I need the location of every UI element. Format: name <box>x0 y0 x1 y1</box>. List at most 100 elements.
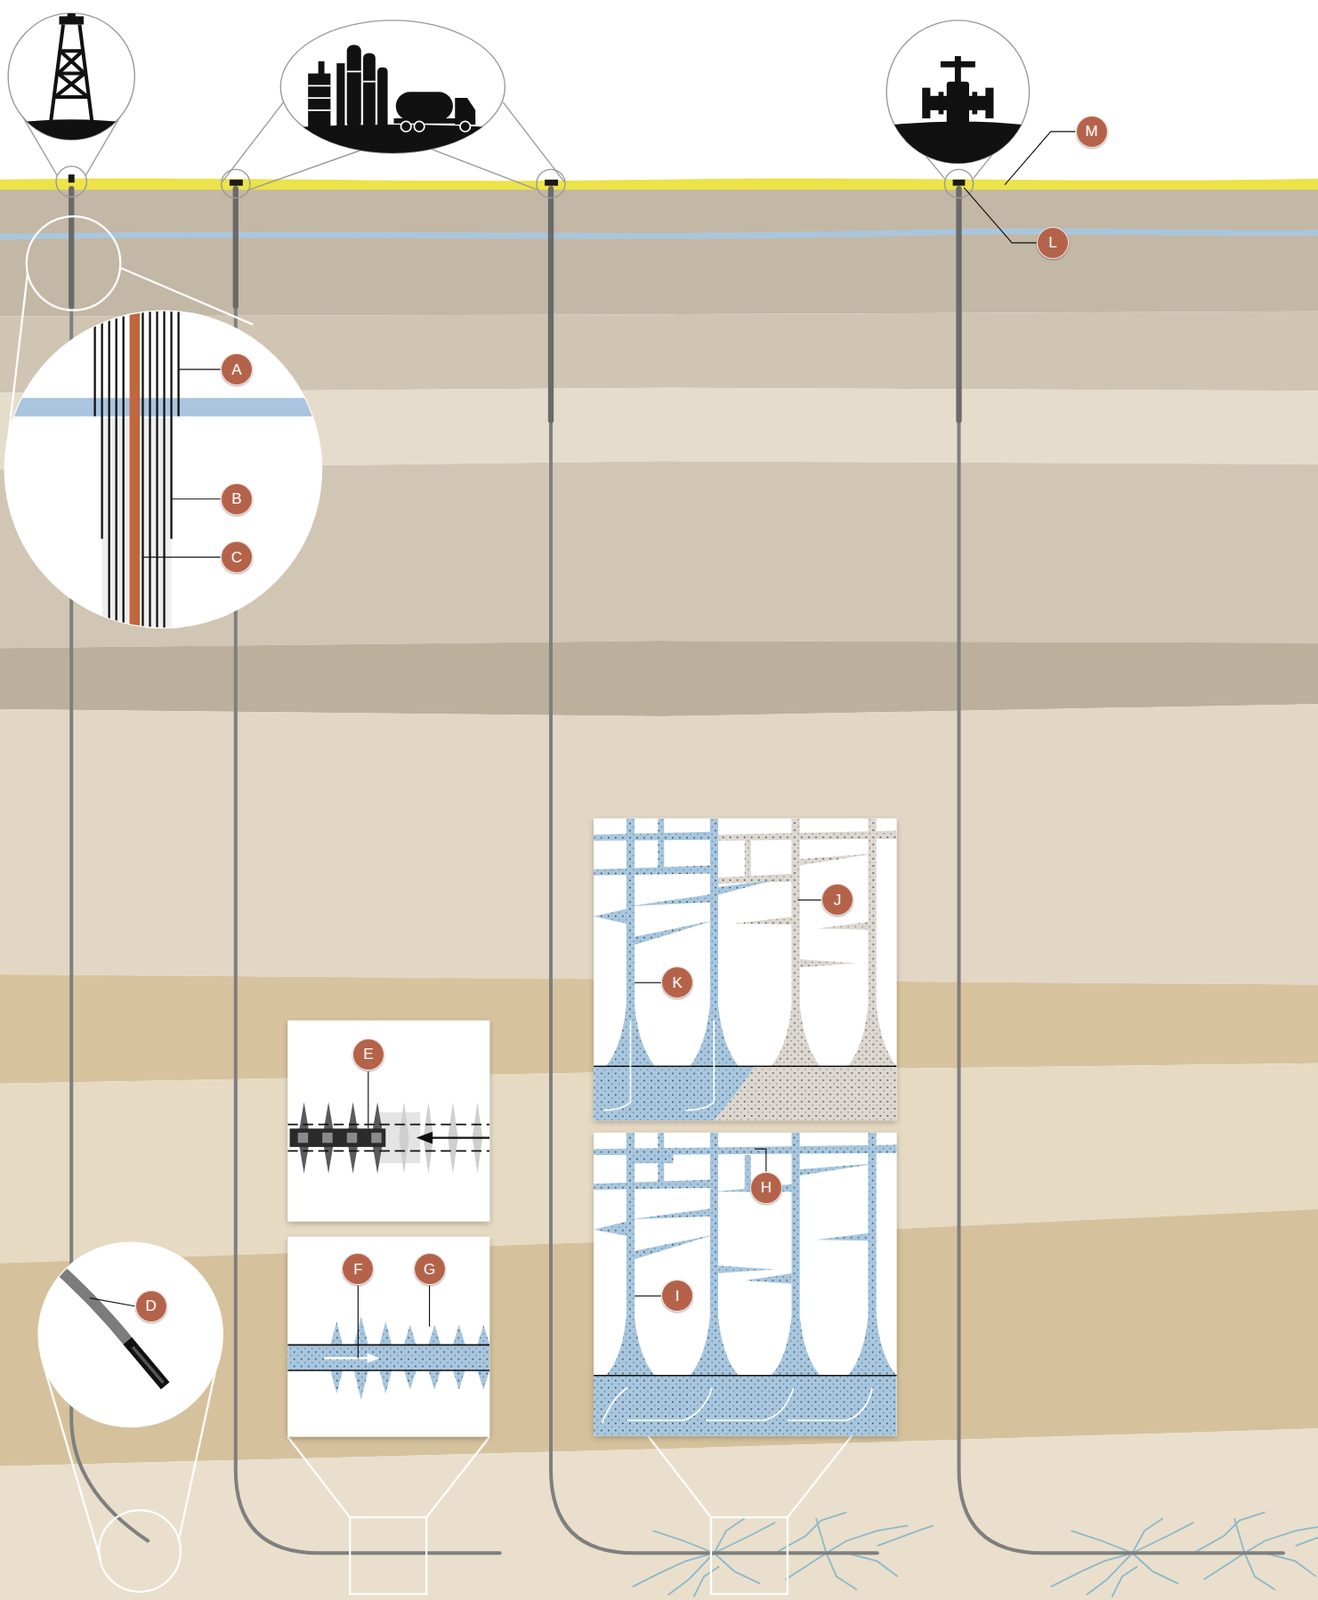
casing-magnifier <box>26 216 121 310</box>
rig-magnifier <box>55 50 89 98</box>
fracture-inset <box>593 1180 714 1190</box>
fracture-inset <box>593 1220 631 1237</box>
drill-magnifier <box>40 1253 133 1347</box>
rig-magnifier <box>50 24 92 122</box>
fracture-network <box>713 1552 761 1584</box>
rock-strata <box>0 177 1318 190</box>
fracture-inset <box>657 818 664 870</box>
fracture-network <box>668 1518 745 1595</box>
callout-letter: L <box>1036 226 1069 259</box>
fracture-inset <box>800 959 858 968</box>
fracture-inset <box>705 1387 794 1421</box>
fracture-network <box>877 1525 934 1546</box>
facility-magnifier <box>221 20 566 199</box>
valve-magnifier <box>921 88 930 119</box>
fracture-inset <box>593 1374 897 1376</box>
rock-strata <box>0 231 1318 237</box>
fracture-inset <box>630 893 714 906</box>
perforation-inset <box>298 1132 308 1143</box>
fracture-inset <box>630 1208 714 1221</box>
casing-magnifier <box>100 306 103 539</box>
casing-magnifier <box>115 306 118 654</box>
injection-inset <box>404 1324 417 1390</box>
drill-magnifier <box>98 1510 181 1593</box>
fracture-inset <box>744 834 752 878</box>
fracture-inset <box>601 1387 873 1424</box>
callout-letter: K <box>661 966 694 999</box>
injection-inset <box>428 1324 441 1390</box>
fracture-inset <box>744 1273 793 1284</box>
leader-line <box>89 1298 135 1307</box>
rig-magnifier <box>0 119 143 163</box>
well-bore <box>959 188 1285 1553</box>
facility-magnifier <box>307 84 331 87</box>
rig-magnifier <box>55 50 89 98</box>
fracture-inset <box>593 818 898 1594</box>
casing-magnifier <box>162 306 165 654</box>
fracture-inset <box>593 1132 897 1437</box>
fracture-inset <box>711 1517 788 1594</box>
fracture-network <box>653 1530 715 1553</box>
casing-magnifier <box>129 306 140 654</box>
perforation-inset <box>398 1101 409 1173</box>
drill-magnifier <box>132 1347 163 1383</box>
callout-letter: I <box>661 1279 694 1312</box>
casing-magnifier <box>177 306 179 417</box>
perforation-inset <box>322 1132 332 1143</box>
casing-magnifier <box>95 306 179 654</box>
fracture-inset <box>685 1020 714 1111</box>
facility-magnifier <box>460 121 470 131</box>
drill-magnifier <box>39 1243 223 1593</box>
injection-inset <box>287 1344 490 1371</box>
injection-inset <box>287 1237 490 1438</box>
facility-magnifier <box>413 121 424 131</box>
valve-magnifier <box>971 91 978 114</box>
rock-strata <box>0 640 1318 717</box>
rock-strata <box>0 188 1318 316</box>
leader-line <box>634 982 662 984</box>
fracture-inset <box>593 818 776 1121</box>
leader-line <box>89 131 1076 1359</box>
injection-inset <box>452 1324 466 1390</box>
casing-magnifier <box>148 306 151 654</box>
casing-magnifier <box>141 306 144 654</box>
wellhead <box>68 174 966 186</box>
fracture-inset <box>601 1387 628 1424</box>
perforation-inset <box>287 1437 490 1519</box>
perforation-inset <box>287 1101 490 1173</box>
casing-magnifier <box>169 306 172 539</box>
perforation-inset <box>287 1123 490 1126</box>
wellhead <box>544 179 558 186</box>
fracture-inset <box>689 1132 739 1376</box>
fracture-inset <box>634 1234 714 1260</box>
rig-magnifier <box>56 166 87 197</box>
fracture-inset <box>713 1265 776 1274</box>
leader-line <box>178 369 221 371</box>
fracture-inset <box>848 1132 898 1376</box>
perforation-inset <box>347 1132 357 1143</box>
facility-magnifier <box>307 73 331 130</box>
facility-magnifier <box>400 121 411 131</box>
rig-magnifier <box>50 24 92 122</box>
casing-magnifier <box>93 306 96 417</box>
fracture-inset <box>734 916 796 925</box>
injection-inset <box>367 1353 381 1364</box>
injection-inset <box>287 1343 490 1346</box>
callout-letter: F <box>341 1253 374 1286</box>
callout-letter: C <box>220 541 253 574</box>
facility-magnifier <box>318 61 325 76</box>
valve-magnifier <box>938 91 945 114</box>
rig-magnifier <box>67 8 76 17</box>
wellhead <box>68 174 75 183</box>
casing-magnifier <box>0 216 337 654</box>
fracture-inset <box>816 1232 873 1241</box>
perforation-inset <box>349 1517 427 1594</box>
fracture-inset <box>634 920 714 946</box>
fracture-inset <box>787 1387 873 1421</box>
rig-magnifier <box>0 8 143 163</box>
callout-letter: D <box>135 1290 168 1323</box>
fracture-inset <box>604 1020 715 1111</box>
casing-magnifier <box>0 306 337 654</box>
leader-line <box>357 1285 359 1359</box>
